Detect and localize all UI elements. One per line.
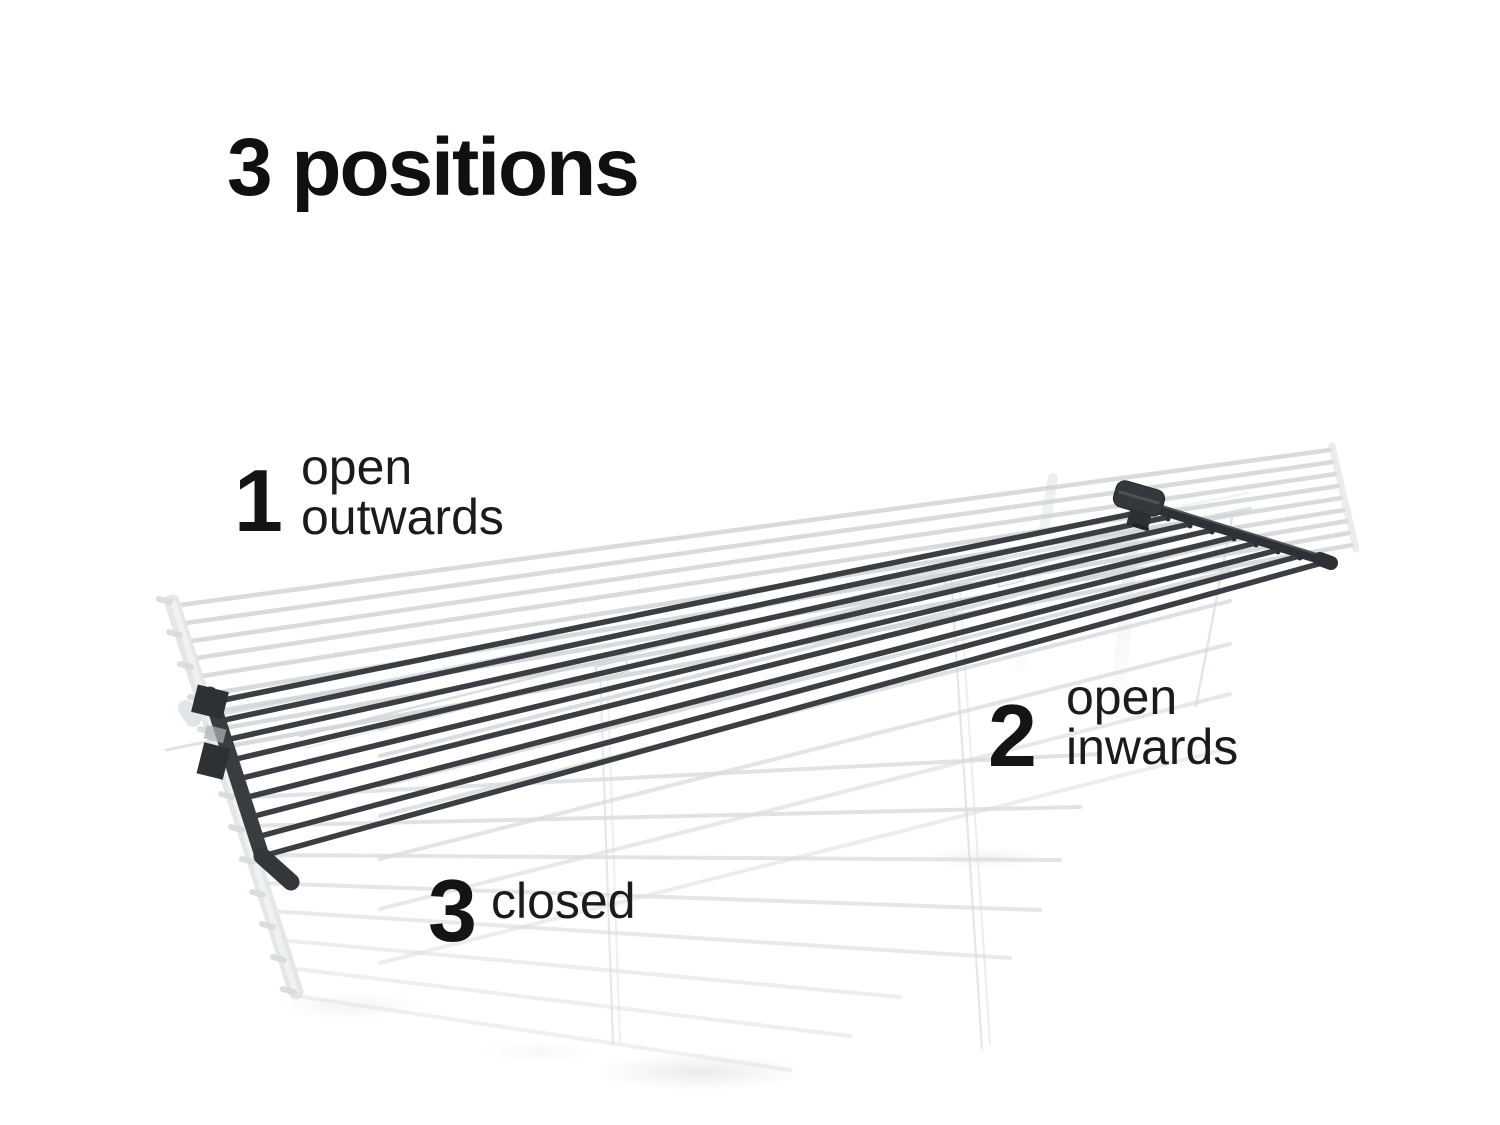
wire-open-inwards (286, 966, 852, 1038)
balustrade-rod (378, 692, 1232, 911)
position-label-open-outwards: open outwards (301, 442, 504, 542)
bracket-hinge (191, 684, 229, 720)
wire-closed (211, 508, 1149, 705)
wire-closed (260, 560, 1325, 859)
wire-stub (259, 921, 276, 930)
wire-open-inwards (250, 853, 1062, 862)
wire-stub (177, 661, 194, 670)
glass-post (1194, 510, 1235, 708)
position-label-open-inwards: open inwards (1066, 672, 1238, 772)
wire-stub (249, 889, 266, 898)
position-label-closed: closed (491, 876, 636, 926)
wire-stub (228, 824, 245, 833)
wire-stub (270, 954, 287, 963)
bracket-hinge (196, 742, 231, 780)
wire-open-inwards (295, 994, 792, 1072)
wire-open-inwards (232, 752, 1102, 800)
wire-stub (156, 596, 173, 605)
bracket-hinge-metal (203, 724, 227, 744)
bracket-closed (202, 686, 270, 864)
wire-open-inwards (268, 909, 1012, 960)
floor-shadow (480, 1040, 600, 1064)
position-number-3: 3 (428, 861, 477, 960)
position-label-line: outwards (301, 489, 504, 545)
position-label-line: open (301, 439, 413, 495)
wire-closed (217, 514, 1171, 724)
position-label-line: open (1066, 669, 1178, 725)
wire-stub (280, 986, 297, 995)
wire-closed (229, 527, 1215, 763)
rail-clamp-notch (1132, 523, 1149, 531)
railing-cap (178, 700, 201, 727)
rail-clamp-highlight (1118, 490, 1160, 505)
ghost-bar-outwards (1328, 442, 1360, 553)
position-number-1: 1 (234, 451, 283, 550)
floor-shadow (277, 992, 427, 1020)
wire-closed (254, 553, 1303, 840)
wire-open-inwards (278, 938, 902, 999)
wire-stub (166, 629, 183, 638)
wire-closed (241, 540, 1259, 801)
balustrade-rod (378, 642, 1232, 861)
bracket-foot (253, 847, 300, 891)
position-label-line: inwards (1066, 719, 1239, 775)
floor-shadow (592, 1053, 808, 1091)
balustrade-rod (378, 569, 1232, 788)
wire-stub (218, 791, 235, 800)
wire-closed (223, 521, 1193, 743)
page-title: 3 positions (227, 122, 640, 213)
wire-open-outwards (170, 447, 1333, 609)
arm-tip (1313, 552, 1338, 570)
wire-open-inwards (259, 881, 1042, 912)
wire-closed (235, 534, 1237, 782)
wire-stub (239, 856, 256, 865)
wire-closed (248, 547, 1281, 820)
position-label-line: closed (491, 873, 636, 929)
position-number-2: 2 (988, 686, 1037, 785)
